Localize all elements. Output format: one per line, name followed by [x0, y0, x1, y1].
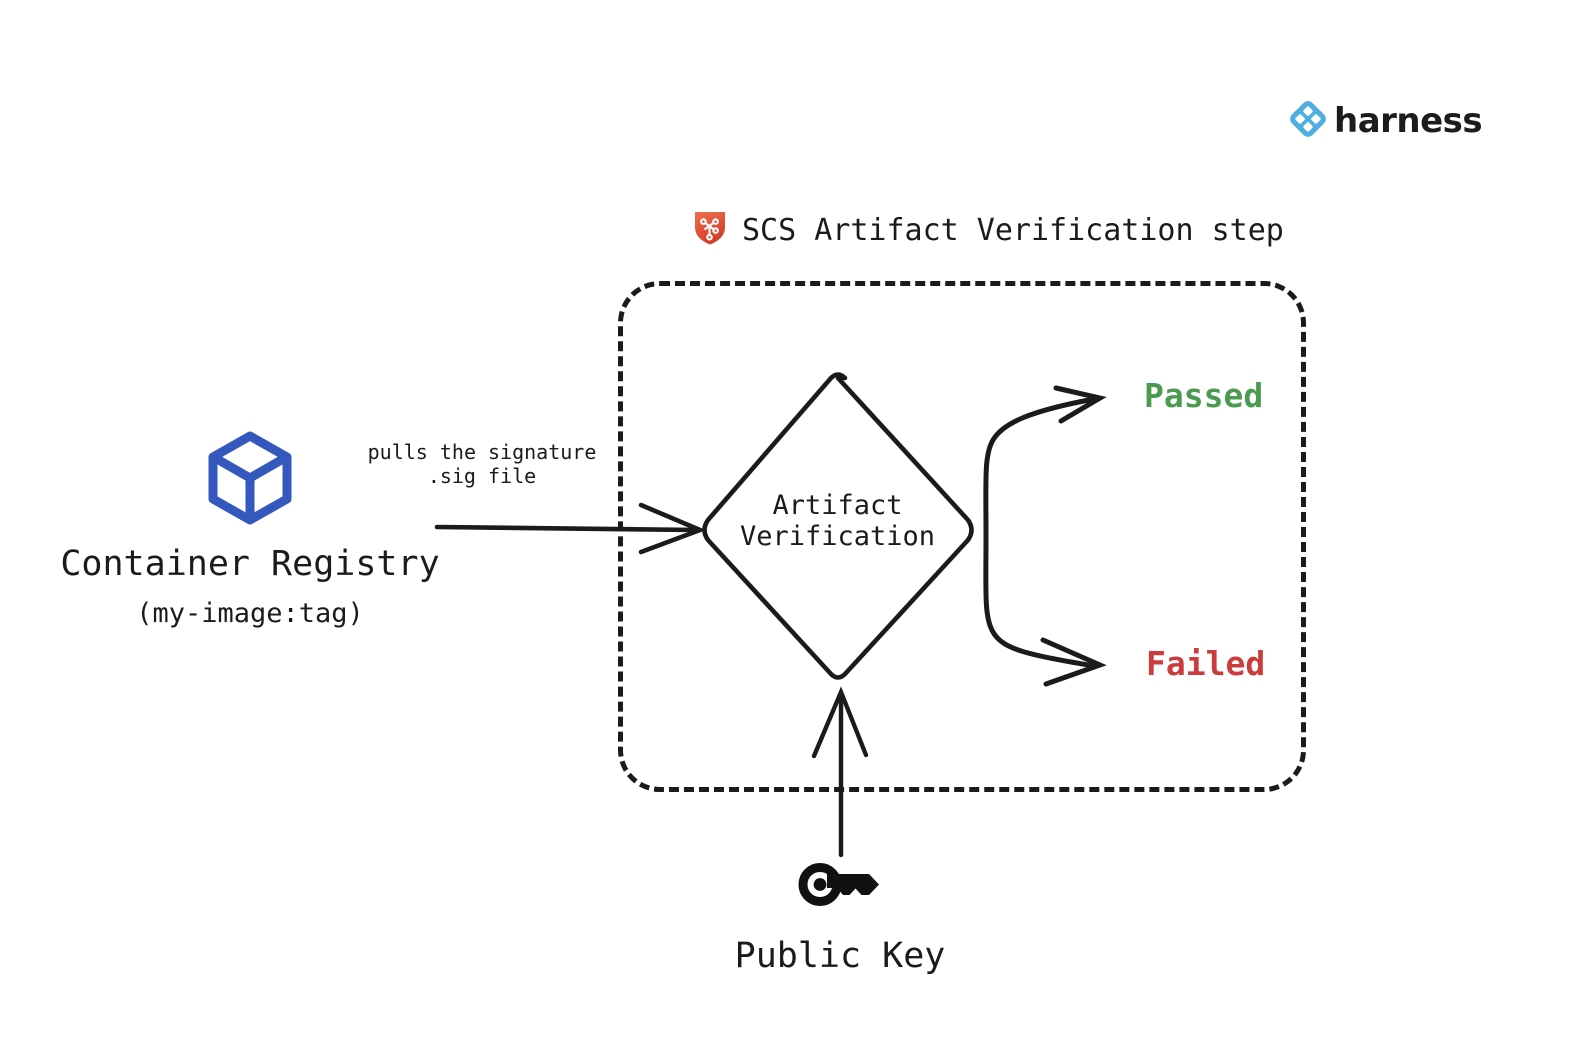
scs-shield-icon [693, 210, 727, 250]
step-boundary-box [618, 281, 1306, 792]
container-registry-node: Container Registry (my-image:tag) [40, 430, 460, 629]
key-icon [797, 863, 883, 920]
harness-wordmark: harness [1334, 101, 1483, 141]
decision-label-line2: Verification [739, 521, 936, 552]
public-key-label: Public Key [734, 936, 946, 976]
decision-label-line1: Artifact [772, 490, 903, 521]
container-registry-sublabel: (my-image:tag) [136, 598, 364, 629]
public-key-node: Public Key [680, 860, 1000, 976]
step-title-row: SCS Artifact Verification step [693, 210, 1284, 250]
edge-caption-line2: .sig file [427, 464, 537, 488]
harness-diamond-logo-icon [1289, 100, 1327, 142]
edge-caption: pulls the signature .sig file [352, 440, 612, 488]
container-registry-label: Container Registry [60, 544, 440, 584]
edge-caption-line1: pulls the signature [367, 440, 597, 464]
harness-logo: harness [1289, 100, 1483, 142]
outcome-failed-label: Failed [1146, 644, 1266, 683]
decision-node-label: Artifact Verification [700, 490, 975, 552]
container-cube-icon [204, 431, 296, 530]
step-title-label: SCS Artifact Verification step [742, 212, 1284, 248]
outcome-passed-label: Passed [1144, 376, 1264, 415]
